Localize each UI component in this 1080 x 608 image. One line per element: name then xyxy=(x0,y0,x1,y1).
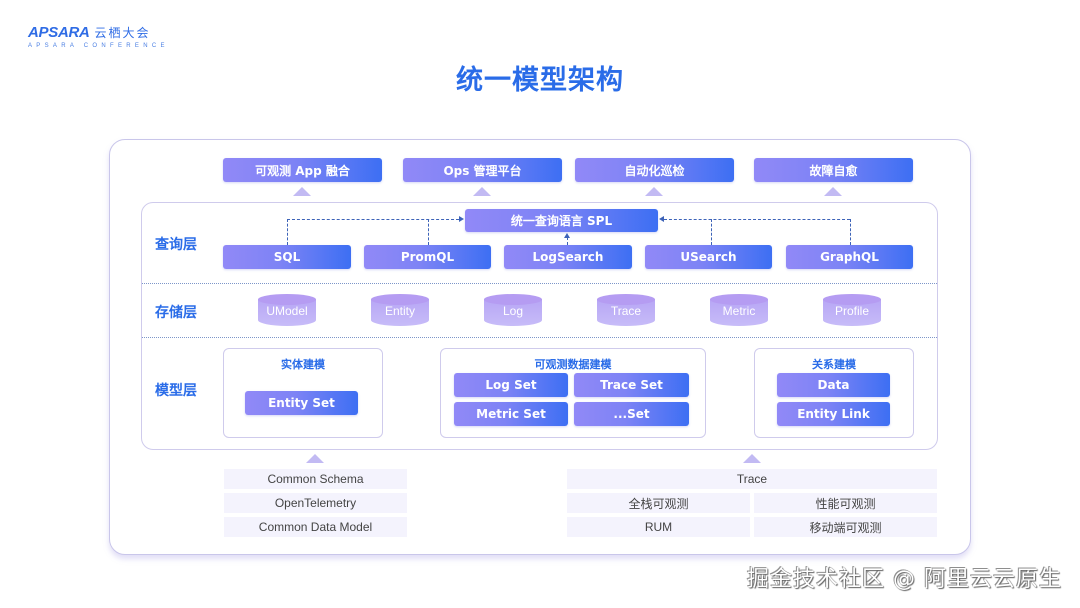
storage-label: Metric xyxy=(722,304,756,318)
database-icon xyxy=(597,294,655,305)
model-item-label: ...Set xyxy=(613,407,650,421)
model-item-label: Entity Link xyxy=(797,407,870,421)
app-box-ops-platform: Ops 管理平台 xyxy=(403,158,562,182)
model-item-label: Trace Set xyxy=(600,378,663,392)
foundation-label: Common Data Model xyxy=(258,520,373,534)
foundation-label: RUM xyxy=(644,520,673,534)
foundation-label: 移动端可观测 xyxy=(809,520,882,535)
layer-divider xyxy=(142,337,937,338)
query-lang-promql: PromQL xyxy=(364,245,491,269)
database-icon xyxy=(823,294,881,305)
storage-entity: Entity xyxy=(371,294,429,326)
foundation-performance: 性能可观测 xyxy=(754,493,937,513)
storage-label: UModel xyxy=(266,304,308,318)
watermark: 掘金技术社区 @ 阿里云云原生 xyxy=(747,567,1062,592)
connector-line xyxy=(567,237,568,245)
app-label: Ops 管理平台 xyxy=(443,163,522,178)
foundation-common-data-model: Common Data Model xyxy=(224,517,407,537)
query-lang-sql: SQL xyxy=(223,245,351,269)
foundation-label: Trace xyxy=(736,472,768,486)
app-label: 自动化巡检 xyxy=(624,163,685,178)
model-layer-label: 模型层 xyxy=(155,383,197,399)
foundation-rum: RUM xyxy=(567,517,750,537)
database-icon xyxy=(258,294,316,305)
model-item-label: Data xyxy=(817,378,850,392)
foundation-label: Common Schema xyxy=(267,472,364,486)
storage-layer-label: 存储层 xyxy=(155,305,197,321)
layer-divider xyxy=(142,283,937,284)
app-label: 可观测 App 融合 xyxy=(255,163,350,178)
query-lang-label: SQL xyxy=(273,250,301,264)
entity-modeling-title: 实体建模 xyxy=(281,358,325,371)
connector-line xyxy=(711,219,712,245)
storage-profile: Profile xyxy=(823,294,881,326)
query-lang-label: LogSearch xyxy=(532,250,604,264)
model-item-trace-set: Trace Set xyxy=(574,373,689,397)
up-arrow-icon xyxy=(743,454,761,463)
model-item-entity-set: Entity Set xyxy=(245,391,358,415)
up-arrow-icon xyxy=(645,187,663,196)
apsara-logo: APSARA 云栖大会 APSARA CONFERENCE xyxy=(28,24,169,49)
connector-line xyxy=(664,219,850,220)
up-arrow-icon xyxy=(473,187,491,196)
arrow-right-icon xyxy=(459,216,464,222)
foundation-full-stack: 全栈可观测 xyxy=(567,493,750,513)
storage-label: Profile xyxy=(834,304,869,318)
connector-line xyxy=(428,219,429,245)
storage-metric: Metric xyxy=(710,294,768,326)
model-item-data: Data xyxy=(777,373,890,397)
storage-umodel: UModel xyxy=(258,294,316,326)
model-item-other-set: ...Set xyxy=(574,402,689,426)
spl-label: 统一查询语言 SPL xyxy=(510,214,613,228)
up-arrow-icon xyxy=(824,187,842,196)
foundation-trace-header: Trace xyxy=(567,469,937,489)
logo-subtitle: APSARA CONFERENCE xyxy=(28,43,169,49)
query-lang-graphql: GraphQL xyxy=(786,245,913,269)
storage-trace: Trace xyxy=(597,294,655,326)
relation-modeling-title: 关系建模 xyxy=(812,358,856,371)
model-item-label: Log Set xyxy=(485,378,537,392)
model-item-log-set: Log Set xyxy=(454,373,568,397)
foundation-label: 全栈可观测 xyxy=(628,496,689,511)
app-box-self-healing: 故障自愈 xyxy=(754,158,913,182)
foundation-opentelemetry: OpenTelemetry xyxy=(224,493,407,513)
query-lang-label: USearch xyxy=(680,250,737,264)
query-layer-label: 查询层 xyxy=(155,237,197,253)
storage-label: Log xyxy=(502,304,524,318)
connector-line xyxy=(850,219,851,245)
query-lang-usearch: USearch xyxy=(645,245,772,269)
foundation-label: OpenTelemetry xyxy=(274,496,357,510)
query-lang-label: PromQL xyxy=(400,250,455,264)
arrow-up-icon xyxy=(564,233,570,238)
model-item-entity-link: Entity Link xyxy=(777,402,890,426)
page-title: 统一模型架构 xyxy=(456,65,624,96)
foundation-common-schema: Common Schema xyxy=(224,469,407,489)
model-item-label: Metric Set xyxy=(476,407,546,421)
logo-brand: APSARA xyxy=(28,24,90,41)
model-item-label: Entity Set xyxy=(268,396,335,410)
query-lang-logsearch: LogSearch xyxy=(504,245,632,269)
storage-label: Trace xyxy=(610,304,642,318)
foundation-label: 性能可观测 xyxy=(815,496,876,511)
up-arrow-icon xyxy=(293,187,311,196)
database-icon xyxy=(710,294,768,305)
arrow-left-icon xyxy=(659,216,664,222)
database-icon xyxy=(484,294,542,305)
connector-line xyxy=(287,219,459,220)
storage-log: Log xyxy=(484,294,542,326)
storage-label: Entity xyxy=(384,304,415,318)
connector-line xyxy=(287,219,288,245)
app-box-auto-inspection: 自动化巡检 xyxy=(575,158,734,182)
logo-chinese: 云栖大会 xyxy=(94,26,151,40)
app-label: 故障自愈 xyxy=(809,163,858,178)
model-item-metric-set: Metric Set xyxy=(454,402,568,426)
up-arrow-icon xyxy=(306,454,324,463)
spl-box: 统一查询语言 SPL xyxy=(465,209,658,232)
database-icon xyxy=(371,294,429,305)
observability-modeling-title: 可观测数据建模 xyxy=(534,358,612,371)
foundation-mobile: 移动端可观测 xyxy=(754,517,937,537)
app-box-observable-app: 可观测 App 融合 xyxy=(223,158,382,182)
query-lang-label: GraphQL xyxy=(820,250,879,264)
